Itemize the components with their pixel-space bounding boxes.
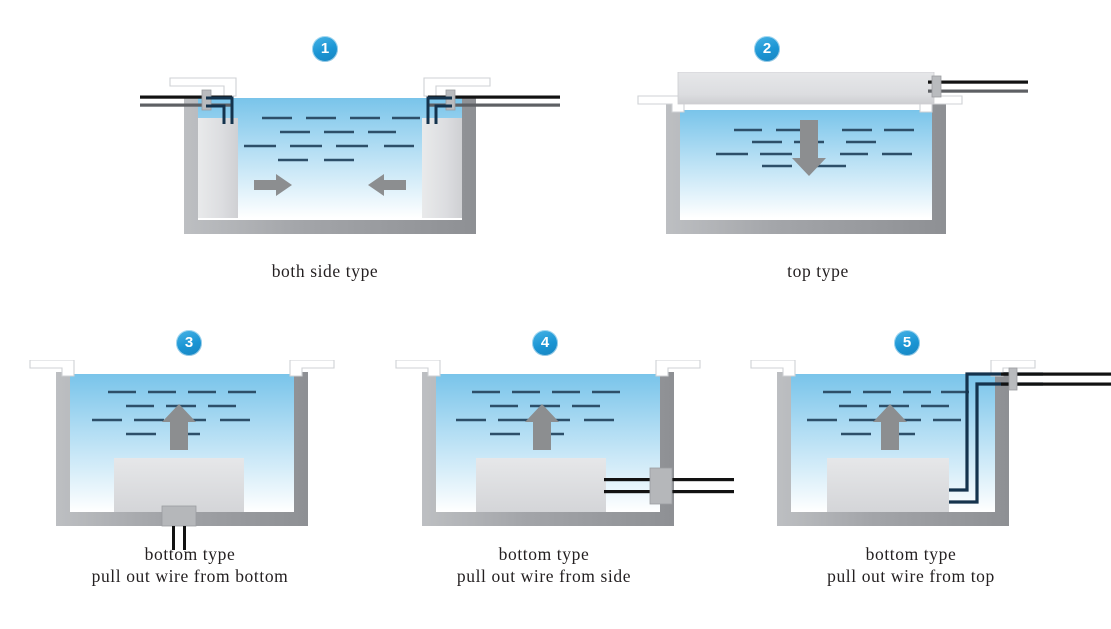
caption-diagram-4: bottom type pull out wire from side	[456, 544, 632, 586]
figure-top-type	[610, 72, 1030, 252]
diagram-panel-4: 4	[366, 318, 746, 629]
figure-bottom-wire-top	[743, 360, 1111, 550]
diagram-panel-2: 2	[560, 0, 1111, 300]
caption-diagram-1: both side type	[271, 261, 379, 281]
badge-number-1: 1	[312, 36, 338, 62]
figure-bottom-wire-bottom	[22, 360, 362, 550]
badge-number-3: 3	[176, 330, 202, 356]
badge-number-2: 2	[754, 36, 780, 62]
caption-diagram-3: bottom type pull out wire from bottom	[91, 544, 289, 586]
caption-diagram-2: top type	[787, 261, 849, 281]
badge-number-5: 5	[894, 330, 920, 356]
caption-diagram-5: bottom type pull out wire from top	[827, 544, 995, 586]
badge-number-4: 4	[532, 330, 558, 356]
diagram-panel-1: 1	[0, 0, 560, 300]
figure-bottom-wire-side	[388, 360, 748, 550]
diagram-panel-3: 3	[0, 318, 380, 629]
figure-both-side-type	[140, 72, 560, 252]
diagram-panel-5: 5	[731, 318, 1111, 629]
